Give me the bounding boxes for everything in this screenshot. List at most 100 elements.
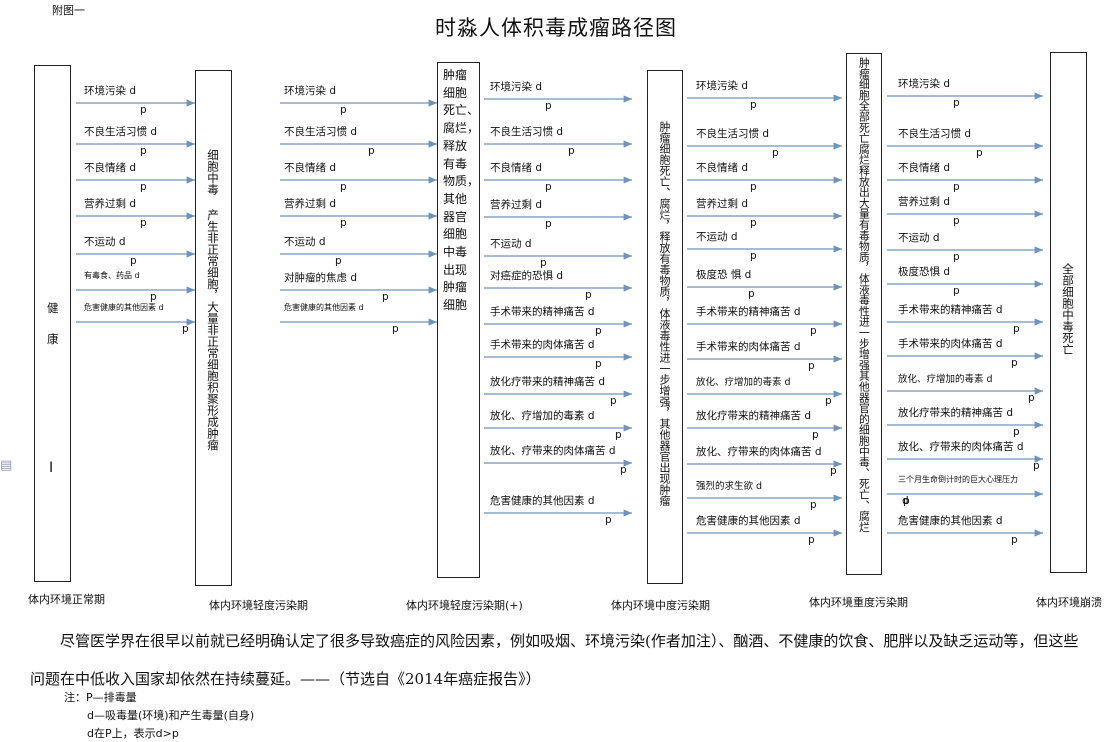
factor-label: 手术带来的肉体痛苦 d <box>696 341 801 353</box>
factor-label: 不运动 d <box>84 236 126 248</box>
column-3-text: 肿瘤细胞死亡、腐烂，释放有毒物质，其他器官细胞中毒出现肿瘤细胞 <box>443 67 479 315</box>
p-label: p <box>615 429 622 441</box>
p-label: p <box>568 145 575 157</box>
factor-label: 不良生活习惯 d <box>284 126 358 138</box>
p-label: p <box>545 181 552 193</box>
factor-label: 不良生活习惯 d <box>898 128 972 140</box>
p-label: p <box>595 358 602 370</box>
p-label: p <box>1011 534 1018 546</box>
p-label: p <box>903 495 910 507</box>
factor-label: 强烈的求生欲 d <box>696 481 763 492</box>
factor-label: 对肿瘤的焦虑 d <box>284 272 358 284</box>
column-3-line: 细胞 <box>443 298 468 313</box>
column-3-line: 中毒 <box>443 245 468 260</box>
column-3-line: 死亡、 <box>443 103 480 118</box>
column-5-text: 肿瘤细胞全部死亡腐烂释放出大量有毒物质，体液毒性进一步增强其他器官的细胞中毒、死… <box>857 57 871 533</box>
p-label: p <box>335 255 342 267</box>
p-label: p <box>750 181 757 193</box>
factor-label: 营养过剩 d <box>490 199 543 211</box>
factor-label: 放化、疗增加的毒素 d <box>490 410 595 422</box>
stage-column-2: 细胞中毒 产生非正常细胞，大量非正常细胞积聚形成肿瘤 <box>195 70 232 586</box>
p-label: p <box>1013 323 1020 335</box>
d-label: d <box>902 495 909 507</box>
p-label: p <box>140 104 147 116</box>
p-label: p <box>368 145 375 157</box>
p-label: p <box>808 360 815 372</box>
column-3-line: 出现 <box>443 262 468 277</box>
factor-label: 放化、疗增加的毒素 d <box>696 377 791 388</box>
p-label: p <box>140 181 147 193</box>
p-label: p <box>1011 357 1018 369</box>
p-label: p <box>953 285 960 297</box>
quote-paragraph: 尽管医学界在很早以前就已经明确认定了很多导致癌症的风险因素，例如吸烟、环境污染(… <box>30 632 1079 688</box>
column-2-text: 细胞中毒 产生非正常细胞，大量非正常细胞积聚形成肿瘤 <box>206 149 220 451</box>
column-3-line: 物质， <box>443 174 480 189</box>
p-label: p <box>953 97 960 109</box>
stage-column-6: 全部细胞中毒死亡 <box>1050 52 1087 573</box>
p-label: p <box>1013 426 1020 438</box>
factor-label: 环境污染 d <box>898 78 951 90</box>
stage-label-light: 体内环境轻度污染期 <box>209 599 308 612</box>
factor-label: 不良情绪 d <box>284 162 337 174</box>
p-label: p <box>540 257 547 269</box>
stage-column-3: 肿瘤细胞死亡、腐烂，释放有毒物质，其他器官细胞中毒出现肿瘤细胞 <box>437 62 480 578</box>
column-3-line: 释放 <box>443 138 468 153</box>
factor-label: 危害健康的其他因素 d <box>898 515 1003 527</box>
p-label: p <box>610 395 617 407</box>
factor-label: 放化、疗带来的肉体痛苦 d <box>898 441 1024 453</box>
health-char-2: 康 <box>47 332 59 346</box>
column-3-line: 肿瘤 <box>443 68 468 82</box>
stage-column-5: 肿瘤细胞全部死亡腐烂释放出大量有毒物质，体液毒性进一步增强其他器官的细胞中毒、死… <box>846 53 882 575</box>
stage-label-light-plus: 体内环境轻度污染期(+) <box>406 599 523 612</box>
p-label: p <box>810 499 817 511</box>
p-label: p <box>585 289 592 301</box>
column-3-line: 肿瘤 <box>443 280 468 295</box>
p-label: p <box>808 534 815 546</box>
p-label: p <box>545 218 552 230</box>
p-label: p <box>953 215 960 227</box>
stage-label-heavy: 体内环境重度污染期 <box>809 596 908 609</box>
column-3-line: 器官 <box>443 209 468 224</box>
note-line-1: 注：P—排毒量 <box>64 691 137 704</box>
p-label: p <box>340 104 347 116</box>
factor-label: 不良生活习惯 d <box>490 126 564 138</box>
factor-label: 危害健康的其他因素 d <box>84 303 164 312</box>
stage-label-normal: 体内环境正常期 <box>28 593 105 606</box>
p-label: p <box>620 464 627 476</box>
column-3-line: 有毒 <box>443 156 468 171</box>
factor-label: 手术带来的精神痛苦 d <box>490 306 595 318</box>
factor-label: 有毒食、药品 d <box>84 271 140 280</box>
factor-label: 不良情绪 d <box>84 162 137 174</box>
stage-label-collapse: 体内环境崩溃 <box>1036 596 1102 609</box>
factor-label: 营养过剩 d <box>898 196 951 208</box>
factor-label: 不运动 d <box>898 232 940 244</box>
p-label: p <box>130 255 137 267</box>
p-label: p <box>810 325 817 337</box>
p-label: p <box>605 514 612 526</box>
factor-label: 不良情绪 d <box>490 162 543 174</box>
note-line-3: d在P上，表示d>p <box>87 727 179 740</box>
p-label: p <box>1028 392 1035 404</box>
p-label: p <box>772 147 779 159</box>
factor-label: 手术带来的精神痛苦 d <box>696 306 801 318</box>
factor-label: 营养过剩 d <box>696 198 749 210</box>
document-icon: ▤ <box>0 458 13 473</box>
factor-label: 手术带来的肉体痛苦 d <box>490 339 595 351</box>
factor-label: 放化疗带来的精神痛苦 d <box>898 407 1014 419</box>
column-3-line: 其他 <box>443 191 468 206</box>
p-label: p <box>976 147 983 159</box>
health-column: 健 康 I <box>34 65 71 582</box>
factor-label: 营养过剩 d <box>84 198 137 210</box>
factor-label: 危害健康的其他因素 d <box>490 495 595 507</box>
note-line-2: d—吸毒量(环境)和产生毒量(自身) <box>87 709 255 722</box>
p-label: p <box>812 429 819 441</box>
factor-label: 不运动 d <box>696 231 738 243</box>
column-3-line: 腐烂， <box>443 121 480 136</box>
p-label: p <box>392 323 399 335</box>
p-label: p <box>750 217 757 229</box>
column-6-text: 全部细胞中毒死亡 <box>1061 263 1075 355</box>
factor-label: 放化疗带来的精神痛苦 d <box>490 376 606 388</box>
factor-label: 放化、疗带来的肉体痛苦 d <box>696 446 822 458</box>
p-label: p <box>150 291 157 303</box>
